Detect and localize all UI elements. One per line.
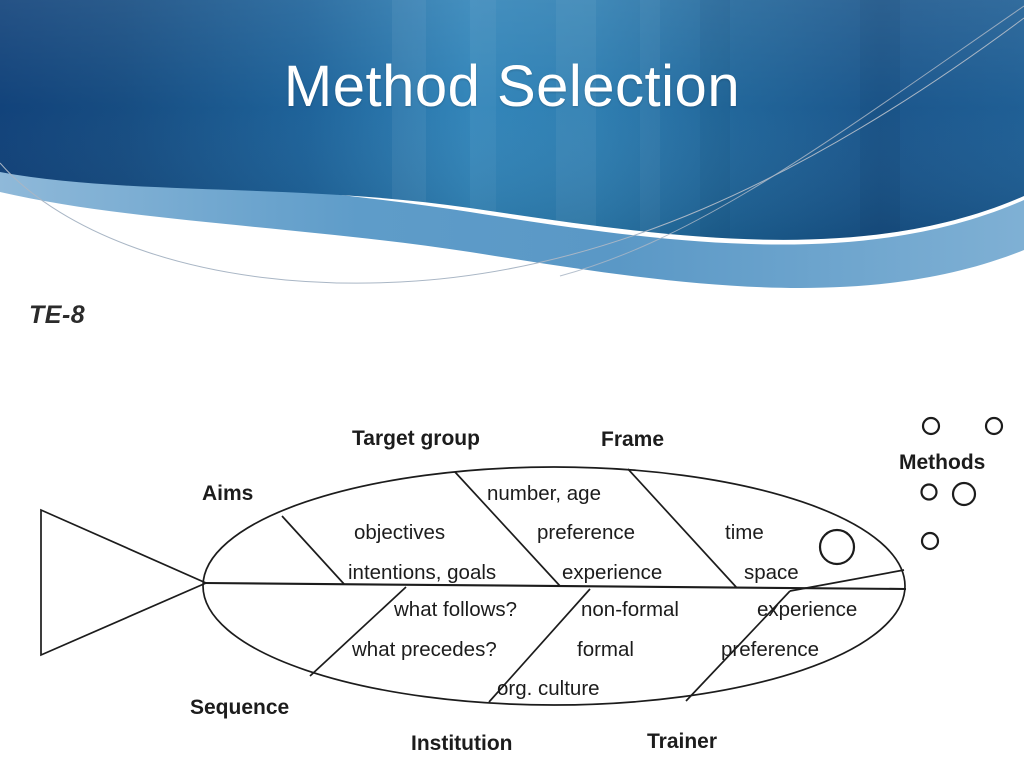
fish-body-ellipse	[202, 466, 906, 706]
rib-lower-trainer	[685, 590, 791, 702]
item-time: time	[725, 521, 764, 544]
item-space: space	[744, 561, 799, 584]
banner-main-shape	[0, 0, 1024, 240]
banner-streaks	[392, 0, 900, 240]
item-preference-target-group: preference	[537, 521, 635, 544]
rib-upper-aims	[281, 515, 345, 585]
fish-spine-line	[203, 581, 907, 591]
fish-head-separator	[789, 569, 905, 592]
item-intentions-goals: intentions, goals	[348, 561, 496, 584]
item-non-formal: non-formal	[581, 598, 679, 621]
item-experience-trainer: experience	[757, 598, 857, 621]
category-label-methods: Methods	[899, 451, 985, 474]
methods-bubble-1	[921, 416, 941, 436]
methods-bubble-3	[920, 483, 938, 501]
item-formal: formal	[577, 638, 634, 661]
banner-accent-sliver	[0, 150, 1024, 288]
item-experience-target-group: experience	[562, 561, 662, 584]
fish-tail-shape	[40, 508, 209, 657]
category-label-aims: Aims	[202, 482, 253, 505]
fishbone-diagram: Aims Target group Frame Sequence Institu…	[40, 416, 1004, 755]
item-preference-trainer: preference	[721, 638, 819, 661]
category-label-sequence: Sequence	[190, 696, 289, 719]
item-what-precedes: what precedes?	[351, 638, 497, 661]
fish-eye-circle	[818, 528, 856, 566]
slide-code-label: TE-8	[29, 301, 86, 329]
methods-bubble-2	[984, 416, 1004, 436]
rib-upper-frame	[627, 468, 738, 589]
item-objectives: objectives	[354, 521, 445, 544]
rib-lower-institution	[488, 588, 591, 703]
item-org-culture: org. culture	[497, 677, 600, 700]
methods-bubble-4	[951, 481, 977, 507]
category-label-frame: Frame	[601, 428, 664, 451]
rib-lower-sequence	[309, 586, 407, 677]
methods-bubble-5	[920, 531, 940, 551]
banner-shade-overlay	[0, 0, 1024, 240]
item-number-age: number, age	[487, 482, 601, 505]
category-label-institution: Institution	[411, 732, 512, 755]
rib-upper-target-group	[454, 471, 561, 587]
item-what-follows: what follows?	[393, 598, 517, 621]
category-label-trainer: Trainer	[647, 730, 717, 753]
category-label-target-group: Target group	[352, 427, 480, 450]
page-title: Method Selection	[283, 54, 741, 119]
banner-hairline-arc-2	[559, 5, 1024, 277]
header-banner	[0, 0, 1024, 288]
